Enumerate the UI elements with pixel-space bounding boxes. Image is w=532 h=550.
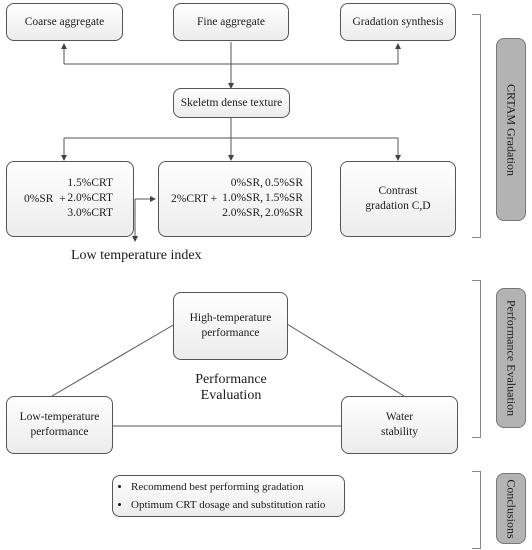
gradation-side-label: CRTAM Gradation — [496, 38, 526, 221]
combo2-col1: 0%SR, 1.0%SR, 2.0%SR, — [221, 176, 263, 221]
skeleton-texture-box: Skeletm dense texture — [173, 88, 290, 118]
water-stability-box: Water stability — [341, 396, 458, 454]
performance-side-label: Performance Evaluation — [496, 288, 526, 428]
coarse-aggregate-label: Coarse aggregate — [24, 15, 105, 28]
combo2-cell: 0%SR, — [230, 177, 263, 189]
combo2-cell: 0.5%SR — [264, 177, 303, 189]
combo2-cell: 2.0%SR, — [222, 207, 263, 219]
low-temperature-index: Low temperature index — [71, 248, 202, 263]
conclusions-side-label: Conclusions — [496, 473, 526, 544]
conclusions-box: Recommend best performing gradation Opti… — [112, 475, 345, 517]
skeleton-texture-label: Skeletm dense texture — [180, 96, 283, 109]
contrast-line: gradation C,D — [365, 200, 431, 212]
performance-bracket — [472, 280, 481, 438]
gradation-bracket — [472, 14, 481, 238]
high-temperature-box: High-temperature performance — [173, 292, 288, 360]
fine-aggregate-box: Fine aggregate — [173, 3, 289, 41]
gradation-synthesis-label: Gradation synthesis — [352, 15, 444, 28]
coarse-aggregate-box: Coarse aggregate — [6, 3, 123, 41]
combo1-items: 1.5%CRT 2.0%CRT 3.0%CRT — [67, 176, 113, 221]
conclusions-bracket — [472, 471, 481, 549]
performance-evaluation-title: Performance Evaluation — [195, 372, 267, 403]
combo2-box: 2%CRT + 0%SR, 1.0%SR, 2.0%SR, 0.5%SR 1.5… — [158, 161, 312, 237]
combo2-cell: 1.0%SR, — [222, 192, 263, 204]
combo2-col2: 0.5%SR 1.5%SR 2.0%SR — [265, 176, 303, 221]
conclusion-item: Optimum CRT dosage and substitution rati… — [131, 496, 325, 514]
combo1-item: 2.0%CRT — [67, 192, 113, 204]
combo2-cell: 2.0%SR — [264, 207, 303, 219]
combo1-item: 3.0%CRT — [67, 207, 113, 219]
combo1-box: 0%SR + 1.5%CRT 2.0%CRT 3.0%CRT — [6, 161, 134, 237]
contrast-box: Contrast gradation C,D — [340, 161, 456, 237]
combo1-item: 1.5%CRT — [67, 177, 113, 189]
combo2-prefix: 2%CRT + — [171, 193, 218, 205]
combo2-cell: 1.5%SR — [264, 192, 303, 204]
conclusion-item: Recommend best performing gradation — [131, 478, 325, 496]
fine-aggregate-label: Fine aggregate — [196, 15, 265, 28]
low-temperature-box: Low-temperature performance — [6, 396, 113, 454]
contrast-line: Contrast — [378, 185, 418, 198]
combo1-prefix: 0%SR + — [24, 193, 66, 205]
gradation-synthesis-box: Gradation synthesis — [340, 3, 456, 41]
conclusions-list: Recommend best performing gradation Opti… — [117, 478, 325, 514]
